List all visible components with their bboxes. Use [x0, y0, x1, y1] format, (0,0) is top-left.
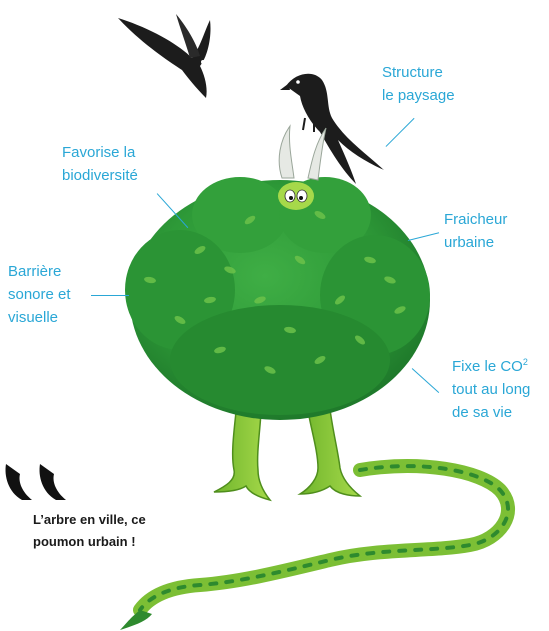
label-fraicheur-line2: urbaine [444, 231, 507, 254]
quote-line1: L’arbre en ville, ce [33, 509, 146, 531]
quote-text: L’arbre en ville, ce poumon urbain ! [33, 509, 146, 553]
swallow-perched-icon [280, 74, 384, 184]
label-co2: Fixe le CO2 tout au long de sa vie [452, 355, 530, 424]
quote-mark-icon [4, 462, 74, 502]
label-co2-subscript: 2 [523, 357, 528, 367]
label-co2-line1: Fixe le CO2 [452, 355, 530, 378]
label-fraicheur: Fraicheur urbaine [444, 208, 507, 254]
quote-line2: poumon urbain ! [33, 531, 146, 553]
label-barriere-line3: visuelle [8, 306, 71, 329]
label-co2-line3: de sa vie [452, 401, 530, 424]
label-co2-line1-text: Fixe le CO [452, 358, 523, 375]
swallow-flying-icon [118, 14, 211, 98]
label-structure-line2: le paysage [382, 84, 455, 107]
label-barriere-line1: Barrière [8, 260, 71, 283]
label-co2-line2: tout au long [452, 378, 530, 401]
label-barriere-line2: sonore et [8, 283, 71, 306]
label-structure-paysage: Structure le paysage [382, 61, 455, 107]
label-fraicheur-line1: Fraicheur [444, 208, 507, 231]
label-barriere: Barrière sonore et visuelle [8, 260, 71, 329]
leader-line-barriere [91, 295, 129, 296]
creature-foliage [125, 177, 430, 420]
label-biodiversite: Favorise la biodiversité [62, 141, 138, 187]
label-biodiversite-line2: biodiversité [62, 164, 138, 187]
label-biodiversite-line1: Favorise la [62, 141, 138, 164]
label-structure-line1: Structure [382, 61, 455, 84]
